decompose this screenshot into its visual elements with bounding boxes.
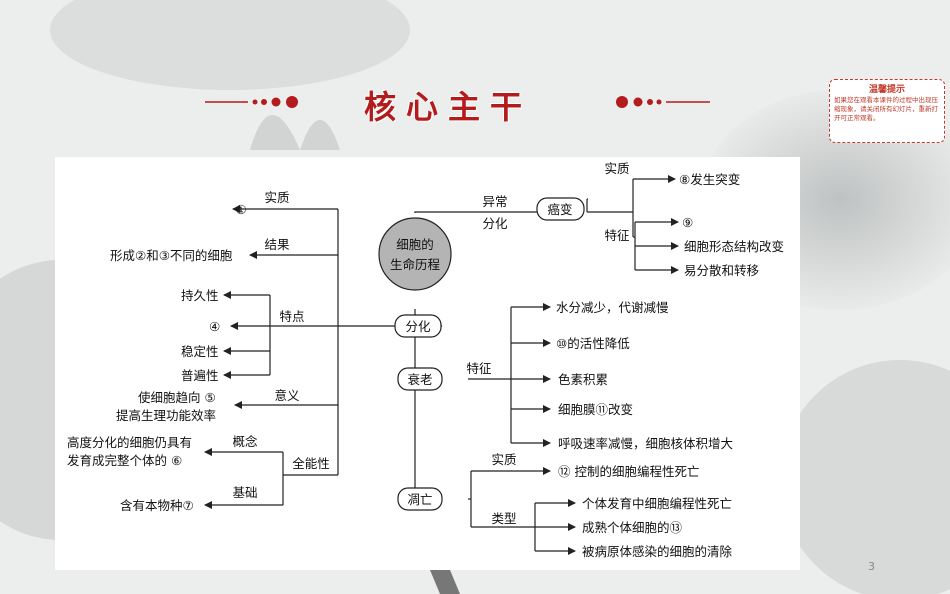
apoptosis-type-2: 成熟个体细胞的⑬ (582, 520, 683, 535)
aging-features-label: 特征 (466, 361, 492, 376)
diff-essence-value: ① (235, 202, 246, 217)
aging-feature-2: ⑩的活性降低 (556, 336, 630, 351)
diff-result-label: 结果 (264, 237, 290, 252)
diff-totipotency-label: 全能性 (292, 456, 330, 471)
node-aging-label: 衰老 (407, 372, 432, 387)
cancer-branch-line1: 异常 (482, 194, 507, 209)
apoptosis-essence-label: 实质 (491, 452, 516, 467)
apoptosis-type-3: 被病原体感染的细胞的清除 (582, 544, 733, 559)
notice-box: 温馨提示 如果您在观看本课件的过程中出现压缩现象，请关闭所有幻灯片，重新打开可正… (829, 79, 945, 143)
notice-body: 如果您在观看本课件的过程中出现压缩现象，请关闭所有幻灯片，重新打开可正常观看。 (834, 96, 938, 122)
diff-result-value: 形成②和③不同的细胞 (110, 248, 233, 263)
diff-essence-label: 实质 (264, 190, 289, 205)
node-apoptosis-label: 凋亡 (407, 492, 432, 507)
diff-feature-1: 持久性 (181, 288, 219, 303)
aging-feature-3: 色素积累 (558, 372, 608, 387)
page-title: 核心主干 (364, 88, 533, 126)
cancer-feature-3: 易分散和转移 (684, 263, 759, 278)
notice-title: 温馨提示 (868, 85, 905, 95)
node-differentiation-label: 分化 (405, 319, 431, 334)
cancer-features-label: 特征 (604, 228, 630, 243)
concept-map: 细胞的 生命历程 分化 癌变 衰老 凋亡 实质 ① 结果 形成②和③不同的细胞 … (67, 161, 784, 559)
cancer-feature-1: ⑨ (682, 215, 693, 230)
diff-features-label: 特点 (279, 309, 304, 324)
title-decoration (205, 96, 710, 108)
aging-feature-4: 细胞膜⑪改变 (558, 402, 633, 417)
center-line2: 生命历程 (390, 257, 441, 272)
page-number: 3 (868, 560, 875, 573)
diff-feature-2: ④ (209, 319, 220, 334)
apoptosis-essence-value: ⑫ 控制的细胞编程性死亡 (558, 464, 699, 479)
diff-meaning-line2: 提高生理功能效率 (116, 408, 216, 423)
apoptosis-types-label: 类型 (491, 511, 516, 526)
aging-feature-1: 水分减少，代谢减慢 (556, 300, 669, 315)
node-apoptosis: 凋亡 (397, 487, 443, 511)
cancer-branch-line2: 分化 (482, 216, 508, 231)
node-cancer-label: 癌变 (547, 202, 572, 217)
diff-concept-line1: 高度分化的细胞仍具有 (67, 435, 192, 450)
node-aging: 衰老 (397, 367, 443, 391)
diff-meaning-label: 意义 (274, 388, 300, 403)
diagram-panel: 细胞的 生命历程 分化 癌变 衰老 凋亡 实质 ① 结果 形成②和③不同的细胞 … (55, 157, 800, 570)
node-differentiation: 分化 (394, 314, 442, 338)
cancer-essence-value: ⑧发生突变 (679, 172, 740, 187)
aging-feature-5: 呼吸速率减慢，细胞核体积增大 (558, 436, 733, 451)
apoptosis-type-1: 个体发育中细胞编程性死亡 (582, 496, 732, 511)
diff-concept-label: 概念 (232, 434, 258, 449)
cancer-essence-label: 实质 (604, 161, 629, 176)
cancer-feature-2: 细胞形态结构改变 (684, 239, 784, 254)
diff-feature-4: 普遍性 (181, 368, 219, 383)
diff-meaning-line1: 使细胞趋向 ⑤ (138, 390, 216, 405)
diff-feature-3: 稳定性 (181, 344, 219, 359)
center-line1: 细胞的 (396, 237, 434, 252)
diff-basis-value: 含有本物种⑦ (120, 498, 194, 513)
diff-basis-label: 基础 (232, 485, 257, 500)
center-node (378, 217, 452, 291)
diff-concept-line2: 发育成完整个体的 ⑥ (67, 453, 182, 468)
node-cancer: 癌变 (536, 197, 585, 221)
